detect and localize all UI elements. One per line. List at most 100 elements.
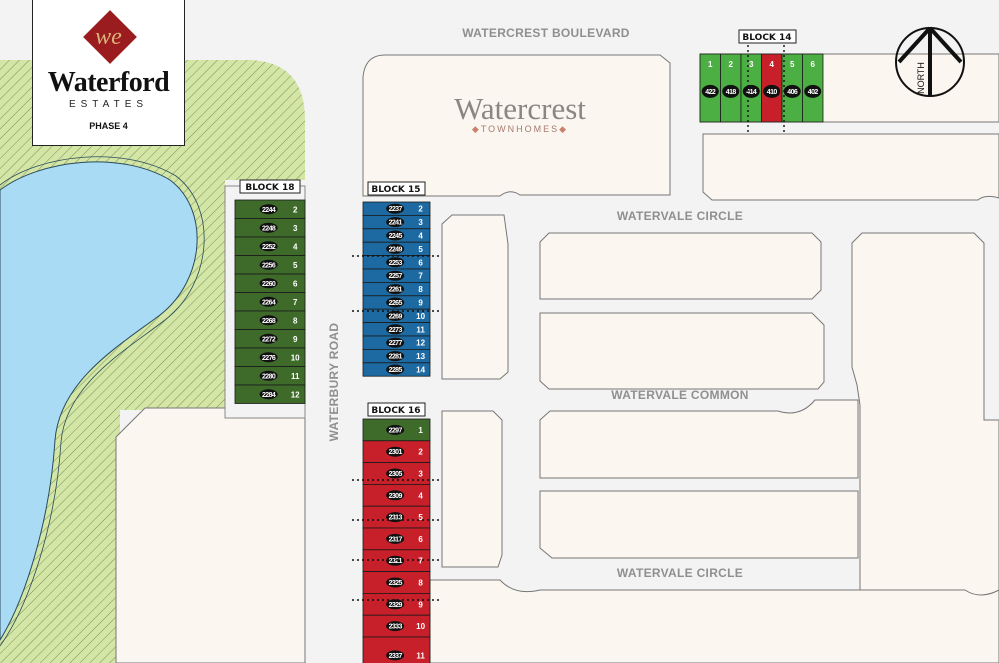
- diamond-bullet-icon: ◆: [471, 124, 481, 134]
- lot-number: 10: [416, 622, 425, 631]
- address-badge: [259, 241, 278, 252]
- lot-block18-12[interactable]: 2284 12: [234, 384, 306, 404]
- address-badge: [259, 315, 278, 326]
- block16-label: BLOCK 16: [367, 402, 426, 417]
- lot-address: 2281: [389, 354, 403, 361]
- address-badge: [722, 84, 740, 98]
- lot-address: 2264: [262, 299, 276, 306]
- address-badge: [259, 204, 278, 215]
- address-badge: [259, 352, 278, 363]
- block18-label: BLOCK 18: [239, 179, 301, 194]
- address-badge: [386, 555, 405, 566]
- lot-number: 5: [293, 261, 298, 270]
- lot-address: 2257: [389, 273, 403, 280]
- lot-address: 2272: [262, 336, 276, 343]
- address-badge: [386, 243, 405, 254]
- address-badge: [386, 490, 405, 501]
- lot-address: 2280: [262, 373, 276, 380]
- lot-address: 2301: [389, 449, 403, 456]
- lot-number: 7: [418, 557, 423, 566]
- lot-number: 6: [293, 279, 298, 288]
- address-badge: [386, 512, 405, 523]
- lot-number: 2: [729, 60, 734, 69]
- lot-address: 2249: [389, 246, 403, 253]
- watercrest-name: Watercrest: [454, 91, 586, 126]
- svg-text:BLOCK 14: BLOCK 14: [742, 33, 791, 43]
- lot-address: 2276: [262, 355, 276, 362]
- address-badge: [386, 621, 405, 632]
- waterford-estates-logo: we Waterford ESTATES PHASE 4: [32, 0, 185, 146]
- watercrest-townhomes-logo: Watercrest ◆TOWNHOMES◆: [440, 91, 600, 135]
- address-badge: [386, 650, 405, 661]
- lot-number: 8: [418, 579, 423, 588]
- lot-address: 414: [746, 89, 757, 96]
- road-label-watervale-common: WATERVALE COMMON: [611, 388, 748, 402]
- lot-number: 1: [418, 426, 423, 435]
- parcel-south: [429, 579, 999, 663]
- lot-number: 12: [291, 390, 300, 399]
- logo-monogram: we: [95, 24, 122, 50]
- lot-address: 2265: [389, 300, 403, 307]
- address-badge: [259, 259, 278, 270]
- address-badge: [386, 468, 405, 479]
- lot-address: 2273: [389, 327, 403, 334]
- parcel-interior-upper-2: [539, 312, 825, 390]
- road-label-watercrest-boulevard: WATERCREST BOULEVARD: [462, 26, 630, 40]
- lot-block15-7[interactable]: 2257 7: [362, 268, 431, 283]
- lot-address: 2284: [262, 392, 276, 399]
- lot-block14-3[interactable]: 414 3: [740, 53, 762, 123]
- lot-number: 7: [293, 298, 298, 307]
- lot-number: 3: [749, 60, 754, 69]
- address-badge: [386, 599, 405, 610]
- address-badge: [742, 84, 760, 98]
- lot-address: 2305: [389, 471, 403, 478]
- lot-number: 7: [418, 272, 423, 281]
- parcel-interior-lower-1: [539, 399, 859, 479]
- lot-number: 8: [418, 285, 423, 294]
- address-badge: [701, 84, 719, 98]
- lot-number: 6: [418, 535, 423, 544]
- lot-number: 8: [293, 316, 298, 325]
- lot-number: 3: [418, 218, 423, 227]
- lot-block18-7[interactable]: 2264 7: [234, 292, 306, 312]
